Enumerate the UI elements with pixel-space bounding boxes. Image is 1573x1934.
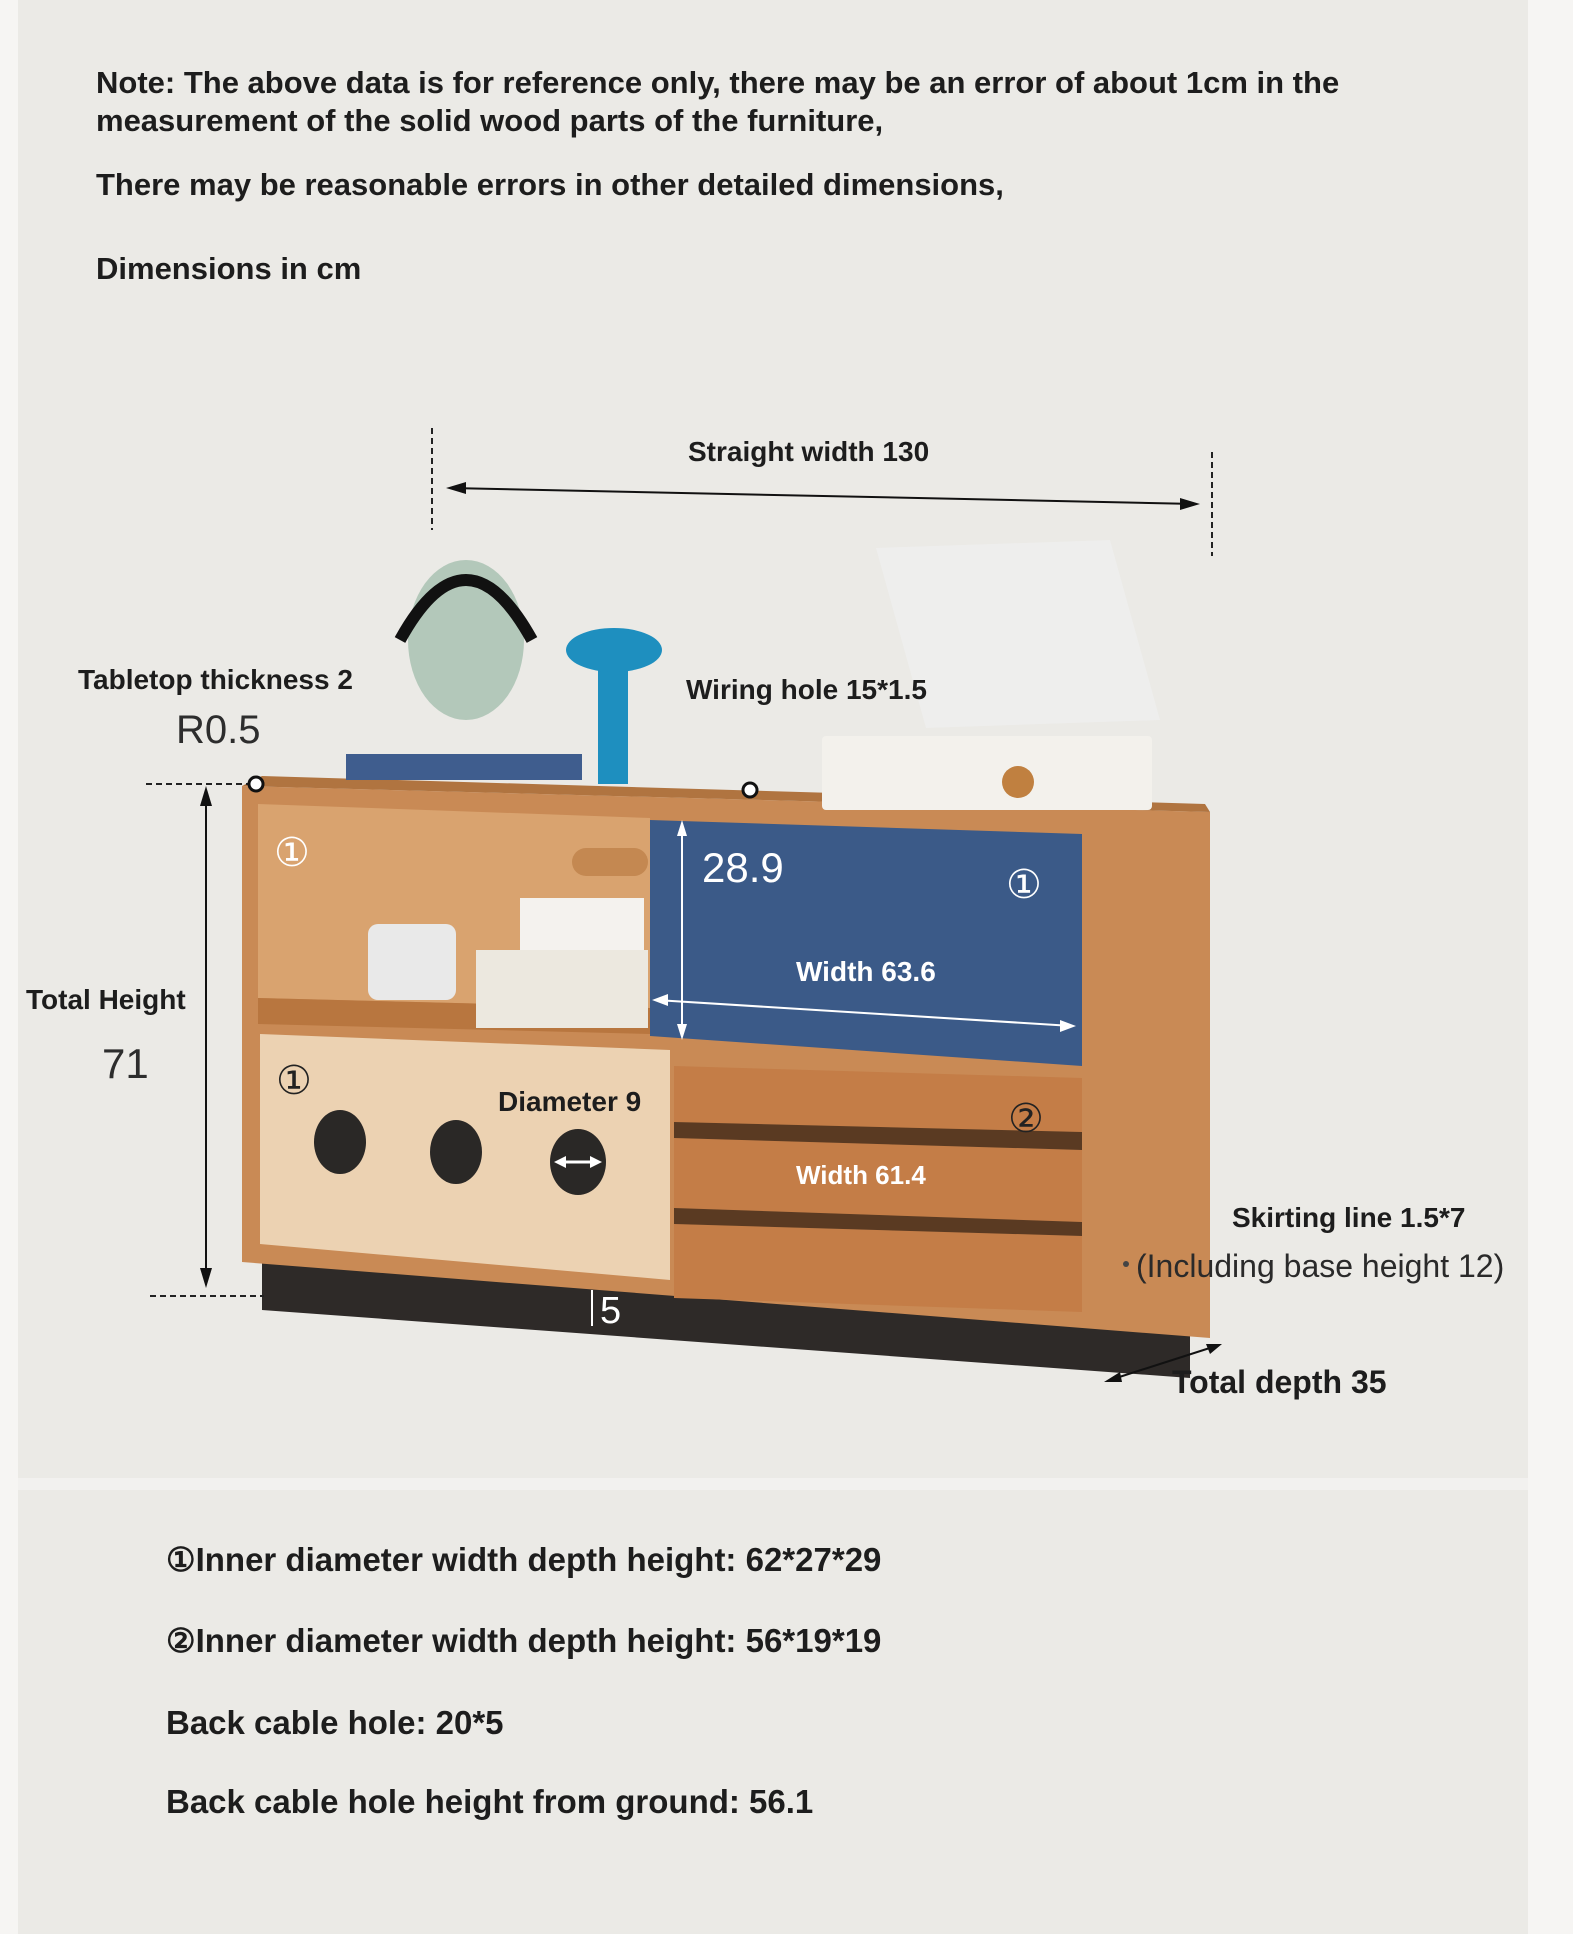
- diameter-arrow-head-left: [554, 1156, 566, 1168]
- radius-label: R0.5: [176, 708, 261, 752]
- lower-width-label: Width 61.4: [796, 1160, 926, 1190]
- tabletop-thickness-label: Tabletop thickness 2: [78, 664, 353, 695]
- turntable-knob: [1002, 766, 1034, 798]
- spec-cable-hole-height: Back cable hole height from ground: 56.1: [166, 1783, 814, 1820]
- spec-compartment-2: ②Inner diameter width depth height: 56*1…: [166, 1622, 882, 1659]
- compartment-arrow-head-top: [677, 820, 687, 836]
- upper-width-label: Width 63.6: [796, 956, 936, 987]
- base-height-label: (Including base height 12): [1136, 1248, 1505, 1284]
- total-height-label: Total Height: [26, 984, 186, 1015]
- upper-width-arrow-head-left: [652, 994, 668, 1006]
- depth-arrow-head-left: [1104, 1372, 1122, 1382]
- height-arrow-head-bottom: [200, 1268, 212, 1288]
- skirting-line-label: Skirting line 1.5*7: [1232, 1202, 1466, 1233]
- drawer-2: [674, 1138, 1082, 1222]
- blue-door: [650, 820, 1082, 1066]
- compartment-height-label: 28.9: [702, 844, 784, 891]
- total-depth-label: Total depth 35: [1172, 1364, 1387, 1400]
- game-controller-icon: [368, 924, 456, 1000]
- units-note: Dimensions in cm: [96, 251, 362, 286]
- diameter-label: Diameter 9: [498, 1086, 642, 1117]
- lamp-icon: [598, 654, 628, 784]
- cable-hole-1: [314, 1110, 366, 1174]
- drawer-gap-2: [674, 1208, 1082, 1236]
- turntable-icon: [822, 736, 1152, 810]
- note-line-1: Note: The above data is for reference on…: [96, 65, 1340, 100]
- width-arrow-head-left: [446, 482, 466, 494]
- turntable-lid-icon: [876, 540, 1160, 728]
- cable-hole-2: [430, 1120, 482, 1184]
- marker-1-shelf: ①: [274, 831, 310, 875]
- straight-width-label: Straight width 130: [688, 436, 930, 467]
- radius-marker: [247, 775, 265, 793]
- wiring-hole-marker: [741, 781, 759, 799]
- depth-arrow: [1109, 1345, 1217, 1381]
- specs-panel: [18, 1490, 1528, 1934]
- depth-arrow-head-right: [1206, 1344, 1222, 1354]
- marker-2-drawers: ②: [1008, 1097, 1044, 1141]
- books-icon: [346, 754, 582, 780]
- width-arrow: [449, 487, 1197, 505]
- drawer-1: [674, 1066, 1082, 1132]
- spec-compartment-1: ①Inner diameter width depth height: 62*2…: [166, 1541, 882, 1578]
- compartment-arrow-head-bottom: [677, 1024, 687, 1040]
- upper-width-arrow: [655, 999, 1073, 1027]
- lamp-shade: [566, 628, 662, 672]
- note-line-3: There may be reasonable errors in other …: [96, 167, 1004, 202]
- skirting-leader-dot: [1123, 1261, 1129, 1267]
- marker-1-blue-door: ①: [1006, 863, 1042, 907]
- note-line-2: measurement of the solid wood parts of t…: [96, 103, 884, 138]
- diameter-arrow-head-right: [590, 1156, 602, 1168]
- left-margin: [0, 0, 18, 1934]
- wiring-hole-label: Wiring hole 15*1.5: [686, 674, 927, 705]
- total-height-value: 71: [102, 1040, 149, 1087]
- shelf-books-icon: [476, 950, 648, 1028]
- projector-icon: [520, 898, 644, 950]
- head-sculpture-icon: [408, 560, 524, 720]
- base-small-label: 5: [600, 1290, 622, 1332]
- drawer-gap-1: [674, 1122, 1082, 1150]
- wiring-slot: [572, 848, 648, 876]
- drawer-3: [674, 1224, 1082, 1312]
- width-arrow-head-right: [1180, 498, 1200, 510]
- spec-back-cable-hole: Back cable hole: 20*5: [166, 1704, 504, 1741]
- right-margin: [1528, 0, 1573, 1934]
- upper-width-arrow-head-right: [1060, 1020, 1076, 1032]
- height-arrow-head-top: [200, 786, 212, 806]
- headphones-icon: [394, 574, 538, 643]
- marker-1-cream-door: ①: [276, 1059, 312, 1103]
